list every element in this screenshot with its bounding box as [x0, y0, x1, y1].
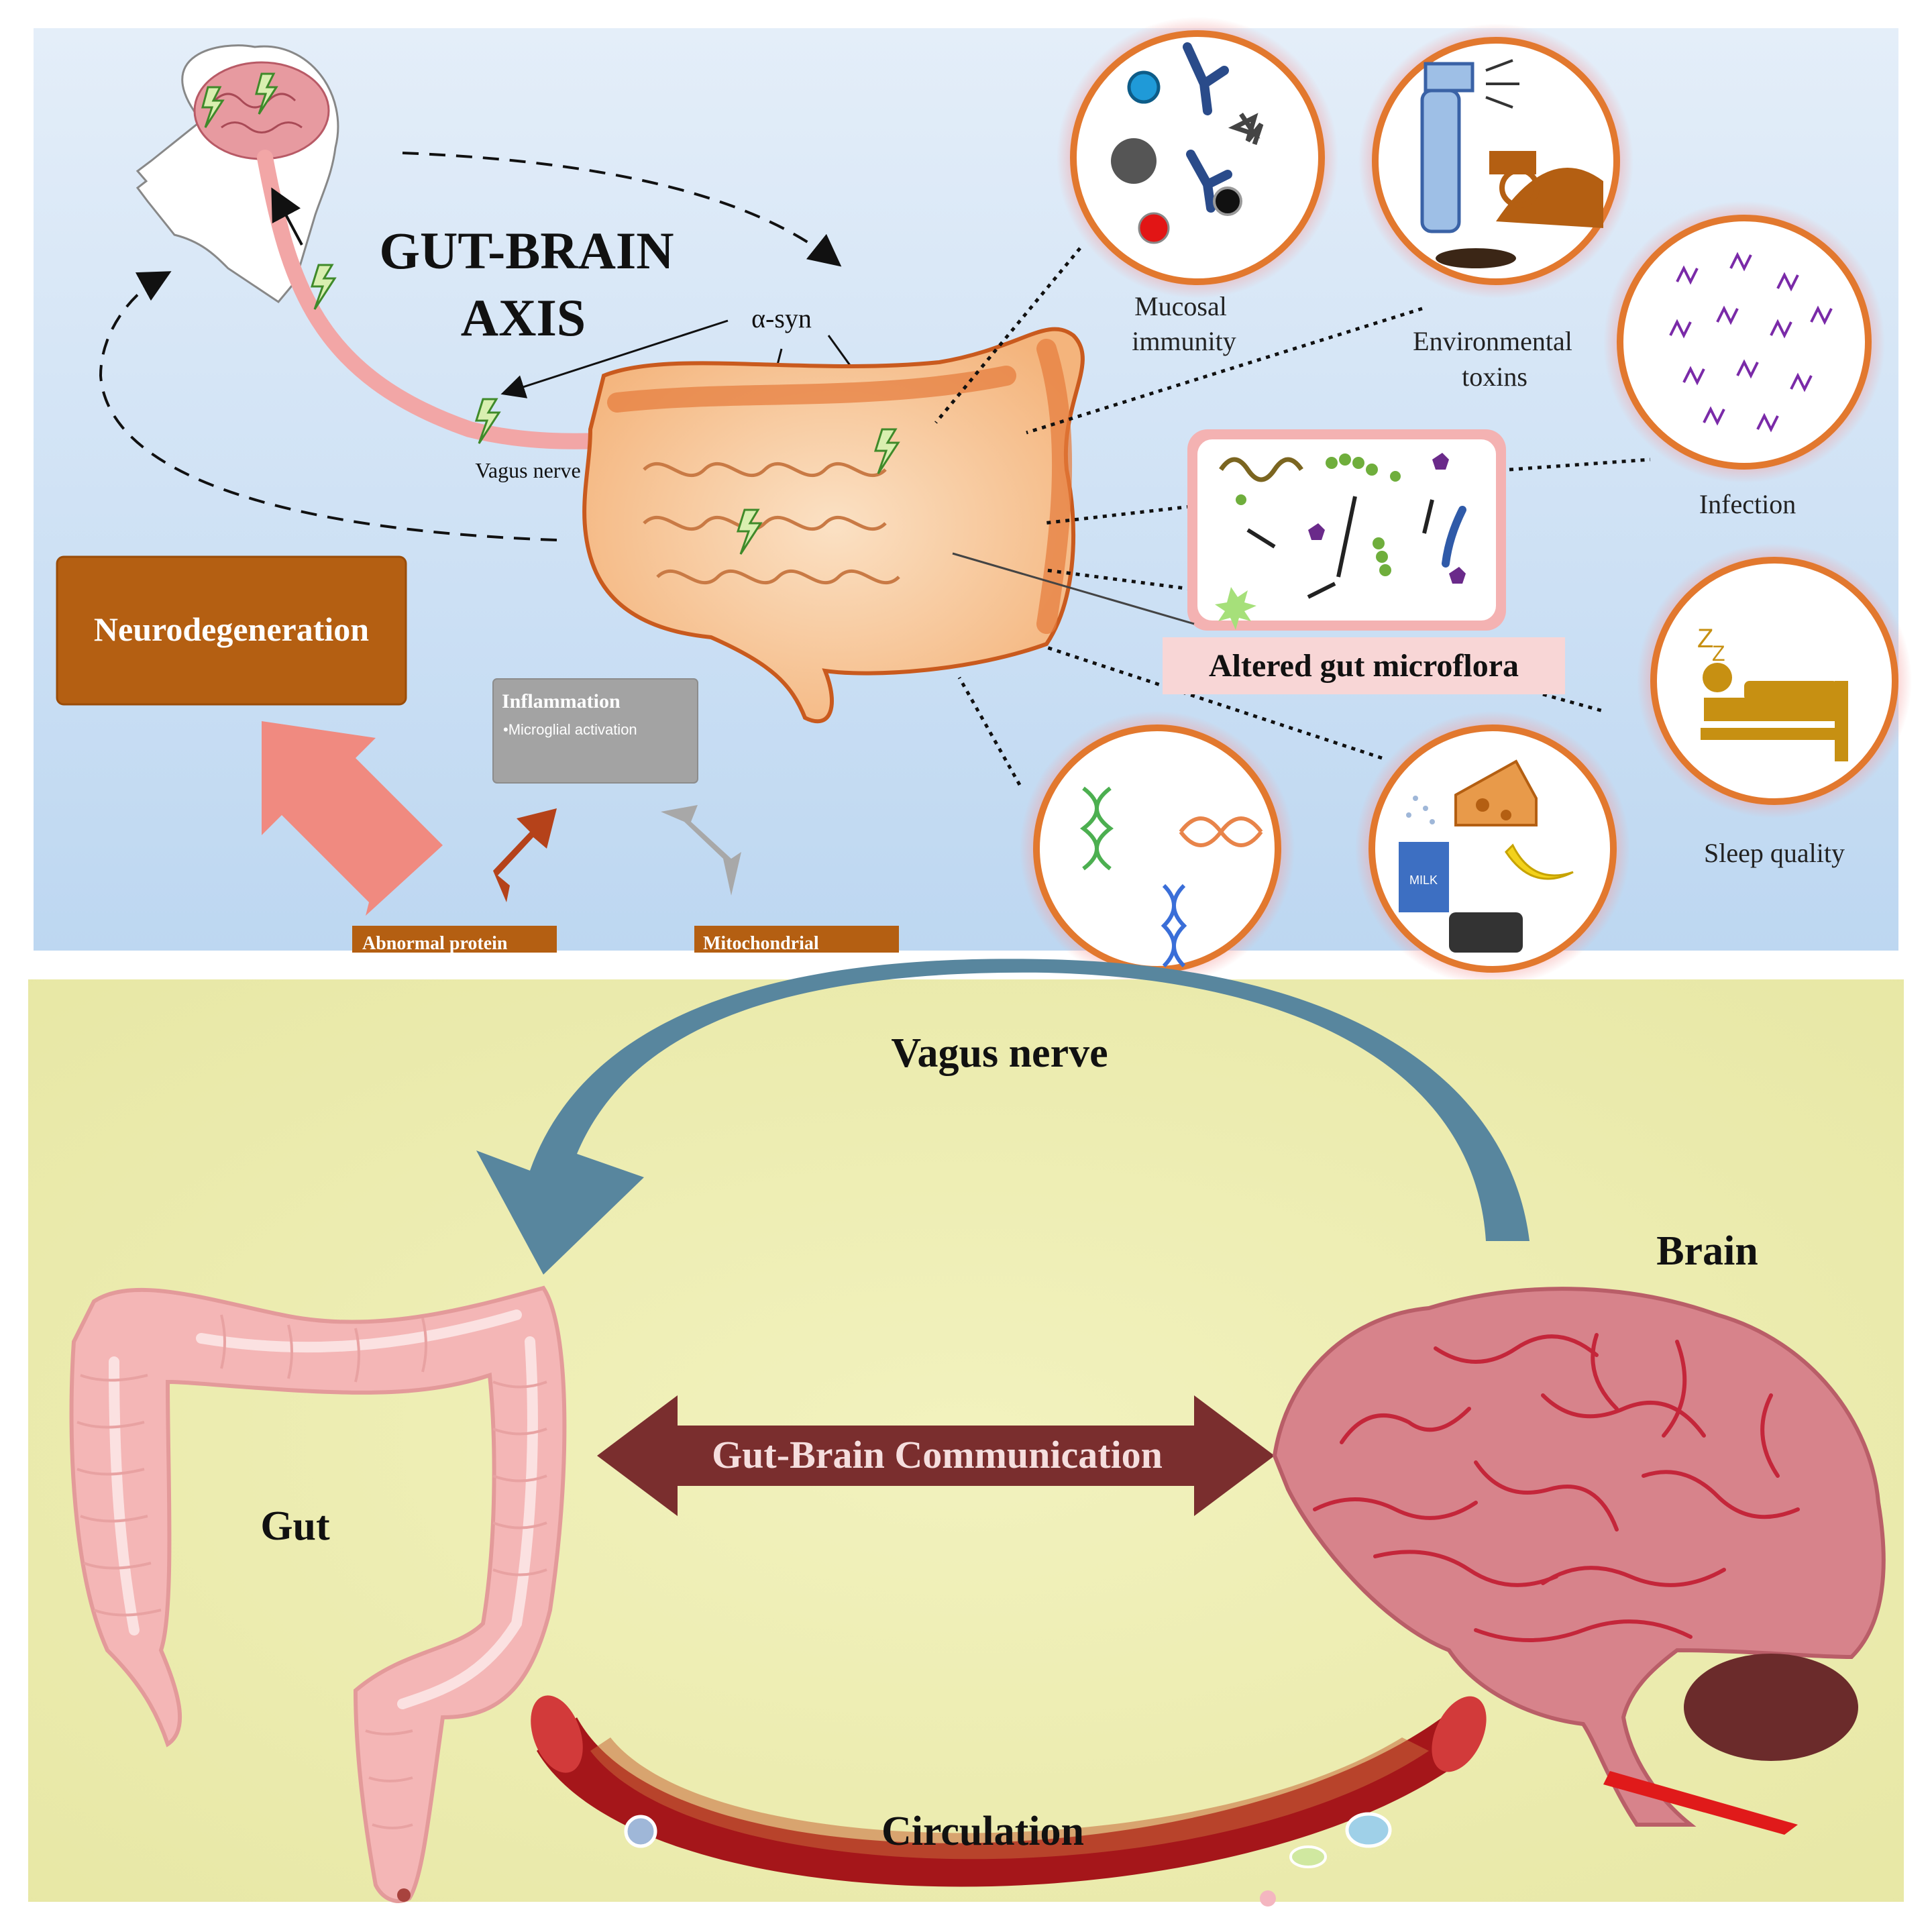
double-arrow-grey-icon [661, 805, 741, 896]
food-icon: MILK [1355, 711, 1630, 986]
alpha-syn-label: α-syn [751, 303, 812, 333]
altered-microflora-label: Altered gut microflora [1209, 648, 1519, 684]
milk-label: MILK [1409, 873, 1438, 887]
communication-arrow-icon [597, 1395, 1275, 1516]
altered-microflora-box [1163, 637, 1565, 694]
neurodegeneration-box [56, 555, 407, 706]
brain-icon [1272, 1287, 1886, 1835]
vagus-nerve-bottom-label: Vagus nerve [891, 1030, 1108, 1076]
infection-label: Infection [1699, 489, 1796, 519]
inflammation-box [492, 678, 698, 784]
mucosal-immunity-label: Mucosal [1134, 291, 1227, 321]
sleep-bed-icon: Z Z [1637, 543, 1912, 818]
diagram-title-line1: GUT-BRAIN [379, 221, 674, 280]
circulation-label: Circulation [881, 1809, 1084, 1854]
bacteria-icon [1603, 201, 1885, 483]
environmental-toxins-label: Environmental [1413, 326, 1572, 356]
microbe-box-icon [1187, 429, 1506, 631]
signal-bolt-icon [310, 264, 337, 310]
mitochondrial-label: Mitochondrial [703, 933, 819, 954]
inflammation-title: Inflammation [502, 690, 621, 712]
dotted-connectors [934, 247, 1651, 786]
mucosal-immunity-label-2: immunity [1132, 326, 1236, 356]
double-arrow-icon [493, 808, 557, 902]
spray-tractor-icon [1358, 23, 1633, 299]
salmon-arrow-icon [262, 721, 443, 916]
signal-bolt-icon [474, 398, 501, 444]
sleep-quality-label: Sleep quality [1704, 838, 1845, 868]
mitochondrial-box [694, 926, 899, 953]
top-panel: GUT-BRAIN AXIS α-syn Vagus nerve Neurode… [34, 17, 1912, 986]
environmental-toxins-label-2: toxins [1462, 362, 1527, 392]
colon-icon [69, 1285, 567, 1903]
neurodegeneration-label: Neurodegeneration [94, 610, 369, 648]
gut-label: Gut [260, 1503, 330, 1549]
inflammation-item: •Microglial activation [503, 721, 637, 738]
svg-text:Z: Z [1712, 641, 1725, 665]
dna-icon [1020, 711, 1295, 986]
vagus-nerve-path [257, 150, 632, 449]
brain-label: Brain [1656, 1228, 1758, 1274]
intestine-icon [582, 327, 1085, 724]
abnormal-protein-label: Abnormal protein [362, 933, 508, 954]
diagram-title-line2: AXIS [461, 288, 586, 347]
communication-label: Gut-Brain Communication [712, 1433, 1163, 1477]
svg-text:Z: Z [1697, 624, 1713, 653]
immune-cells-icon [1057, 17, 1338, 299]
vagus-nerve-label: Vagus nerve [475, 458, 580, 482]
blood-vessel-icon [531, 1695, 1487, 1907]
bottom-panel: Vagus nerve Brain Gut Gut-Brain Communic… [28, 959, 1904, 1907]
abnormal-protein-box [352, 926, 557, 953]
